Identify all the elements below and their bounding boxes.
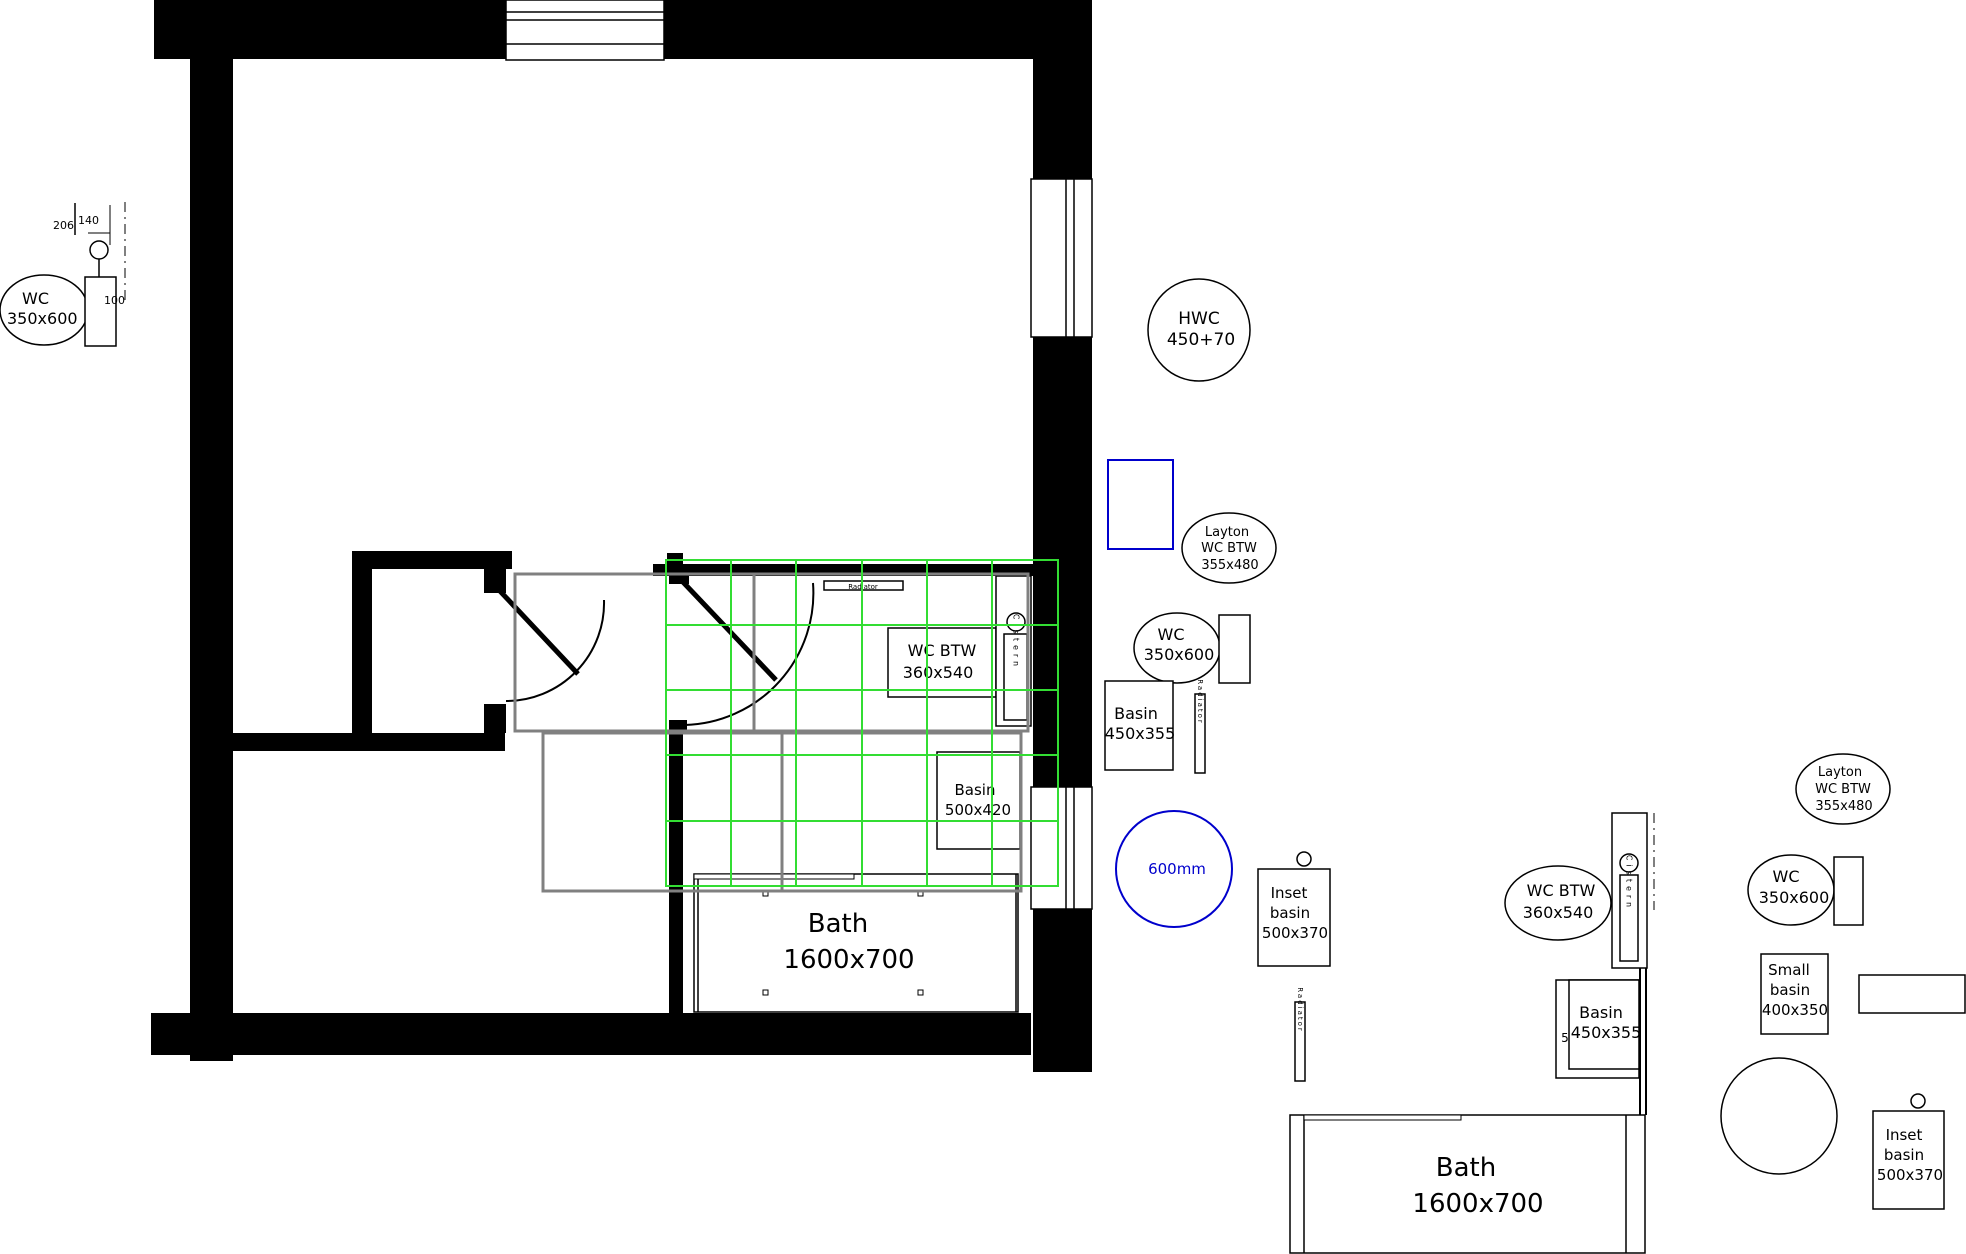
window-right-upper — [1030, 178, 1093, 338]
basin-right-label-5: 5 — [1561, 1031, 1569, 1045]
room-cistern — [995, 575, 1032, 727]
inset-mid-label-3: 500x370 — [1262, 924, 1328, 942]
layton-1-label-c: 355x480 — [1201, 558, 1258, 573]
wall-corridor — [233, 733, 505, 751]
wc-btw-right-label-2: 360x540 — [1523, 903, 1594, 922]
door-jamb-2b — [669, 576, 689, 584]
legend-radiator-low: Radiator — [1294, 987, 1306, 1082]
bath-right-label-2: 1600x700 — [1412, 1189, 1543, 1219]
wall-left — [190, 59, 233, 1061]
legend-circle-600: 600mm — [1115, 810, 1233, 928]
inset-mid-label-1: Inset — [1271, 884, 1308, 902]
radiator-mid-label: Radiator — [1196, 679, 1204, 725]
small-basin-label-1: Small — [1768, 961, 1810, 979]
hwc-label-1: HWC — [1178, 309, 1219, 329]
wall-right-lower — [1033, 909, 1092, 1072]
room-basin-label-2: 500x420 — [945, 801, 1011, 819]
wc-btw-right-label-1: WC BTW — [1527, 881, 1596, 900]
radiator-low-label: Radiator — [1296, 987, 1304, 1033]
small-basin-label-2: basin — [1770, 981, 1810, 999]
overlay-main — [780, 731, 1023, 893]
wc-left-label-2: 350x600 — [7, 309, 78, 328]
room-wc-btw-label-2: 360x540 — [903, 663, 974, 682]
room-wc-btw-label-1: WC BTW — [908, 641, 977, 660]
basin-right-label-2: 450x355 — [1571, 1023, 1642, 1042]
layton-2-label-a: Layton — [1818, 765, 1862, 780]
legend-inset-mid: Inset basin 500x370 — [1257, 851, 1331, 967]
legend-radiator-mid: Radiator — [1194, 679, 1206, 774]
wall-closet-top — [352, 551, 512, 569]
room-basin: Basin 500x420 — [936, 751, 1021, 850]
window-top — [505, 0, 665, 61]
basin-mid-label-2: 450x355 — [1105, 724, 1176, 743]
wc-mid-label-1: WC — [1158, 625, 1185, 644]
legend-wc-left: WC 350x600 206 140 100 — [0, 202, 126, 347]
layton-1-label-a: Layton — [1205, 525, 1249, 540]
window-right-lower — [1030, 786, 1093, 910]
wall-bottom — [151, 1013, 1031, 1055]
overlay-corridor — [541, 731, 784, 893]
basin-right-label-1: Basin — [1579, 1003, 1623, 1022]
dim-140: 140 — [78, 214, 99, 227]
wc-right-label-1: WC — [1773, 867, 1800, 886]
door-1 — [497, 588, 606, 702]
room-bath-label-2: 1600x700 — [783, 945, 914, 975]
inset-right-label-1: Inset — [1886, 1126, 1923, 1144]
hwc-label-2: 450+70 — [1167, 330, 1235, 350]
legend-rect-right — [1858, 974, 1966, 1014]
legend-wc-mid: WC 350x600 — [1133, 612, 1251, 684]
wc-right-label-2: 350x600 — [1759, 888, 1830, 907]
room-radiator-label: Radiator — [848, 583, 878, 591]
door-jamb-1b — [484, 704, 506, 733]
dim-206: 206 — [53, 219, 74, 232]
room-radiator: Radiator — [823, 580, 904, 591]
legend-inset-right: Inset basin 500x370 — [1872, 1093, 1945, 1210]
legend-basin-right: Basin 450x355 5 — [1555, 979, 1642, 1079]
wall-right-upper — [1033, 59, 1092, 179]
wall-right-mid — [1033, 337, 1092, 787]
wc-left-label-1: WC — [22, 289, 49, 308]
legend-small-basin: Small basin 400x350 — [1760, 953, 1829, 1035]
door-2 — [680, 579, 815, 726]
small-basin-label-3: 400x350 — [1762, 1001, 1828, 1019]
door-jamb-2c — [669, 720, 687, 730]
dim-100: 100 — [104, 294, 125, 307]
legend-wc-btw-right: WC BTW 360x540 — [1504, 865, 1612, 941]
legend-basin-mid: Basin 450x355 — [1104, 680, 1176, 771]
wall-bathroom-left — [669, 720, 683, 1013]
room-cistern-label: Cistern — [1012, 614, 1021, 670]
layton-2-label-c: 355x480 — [1815, 799, 1872, 814]
green-grid — [665, 559, 1059, 887]
legend-layton-2: Layton WC BTW 355x480 — [1795, 753, 1891, 825]
cistern-right-label: Cistern — [1625, 855, 1634, 911]
bath-right-label-1: Bath — [1436, 1153, 1496, 1183]
wall-closet-left — [352, 551, 372, 737]
basin-mid-label-1: Basin — [1114, 704, 1158, 723]
overlay-bathroom — [752, 572, 1030, 733]
door-jamb-1a — [484, 569, 506, 593]
wc-mid-label-2: 350x600 — [1144, 645, 1215, 664]
layton-2-label-b: WC BTW — [1815, 782, 1871, 797]
overlay-closet — [513, 572, 756, 733]
legend-layton-1: Layton WC BTW 355x480 — [1181, 512, 1277, 584]
layton-1-label-b: WC BTW — [1201, 541, 1257, 556]
inset-mid-label-2: basin — [1270, 904, 1310, 922]
gray-overlays — [513, 572, 1030, 893]
room-basin-label-1: Basin — [955, 781, 996, 799]
room-wc-btw: WC BTW 360x540 — [887, 627, 997, 698]
inset-right-label-2: basin — [1884, 1146, 1924, 1164]
legend-bath-right: Bath 1600x700 — [1289, 1114, 1646, 1254]
legend-cistern-right: Cistern — [1611, 812, 1655, 1115]
room-bath-label-1: Bath — [808, 909, 868, 939]
circle-600-label: 600mm — [1148, 860, 1206, 878]
legend-hwc: HWC 450+70 — [1147, 278, 1251, 382]
inset-right-label-3: 500x370 — [1877, 1166, 1943, 1184]
legend-wc-right: WC 350x600 — [1747, 854, 1864, 926]
legend-circle-right — [1720, 1057, 1838, 1175]
room-bath: Bath 1600x700 — [693, 873, 1019, 1013]
blue-square — [1107, 459, 1174, 550]
